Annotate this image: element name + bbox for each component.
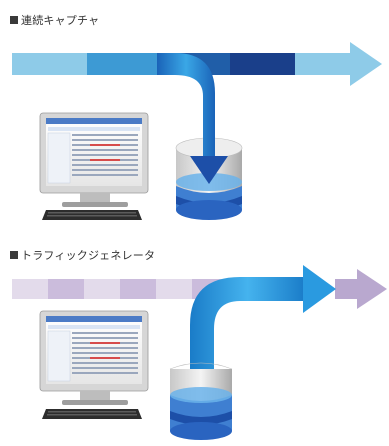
- bullet-square-icon: [10, 251, 18, 259]
- section-title-text: トラフィックジェネレータ: [21, 249, 156, 262]
- section-title-capture: 連続キャプチャ: [10, 12, 99, 28]
- stream-segment: [335, 279, 357, 299]
- stream-segment: [87, 53, 157, 75]
- capture-flow-arrow: [157, 53, 228, 184]
- capture-computer: [39, 112, 149, 220]
- stream-segment: [12, 53, 87, 75]
- generator-diagram: [12, 265, 387, 440]
- stream-segment: [84, 279, 120, 299]
- keyboard-icon: [42, 210, 142, 220]
- stream-arrowhead-icon: [350, 42, 382, 86]
- capture-diagram: [12, 42, 382, 220]
- stream-segment: [156, 279, 192, 299]
- stream-segment: [230, 53, 295, 75]
- section-title-text: 連続キャプチャ: [21, 14, 100, 27]
- stream-segment: [12, 279, 48, 299]
- stream-segment: [48, 279, 84, 299]
- generator-storage-disk: [169, 362, 233, 440]
- stream-arrowhead-icon: [357, 269, 387, 309]
- keyboard-icon: [42, 409, 142, 419]
- section-title-generator: トラフィックジェネレータ: [10, 247, 155, 263]
- generator-flow-arrow: [190, 265, 336, 385]
- arrow-down-icon: [190, 156, 228, 184]
- stream-segment: [120, 279, 156, 299]
- bullet-square-icon: [10, 16, 18, 24]
- stream-segment: [295, 53, 350, 75]
- arrow-right-icon: [303, 265, 336, 313]
- generator-computer: [39, 310, 149, 419]
